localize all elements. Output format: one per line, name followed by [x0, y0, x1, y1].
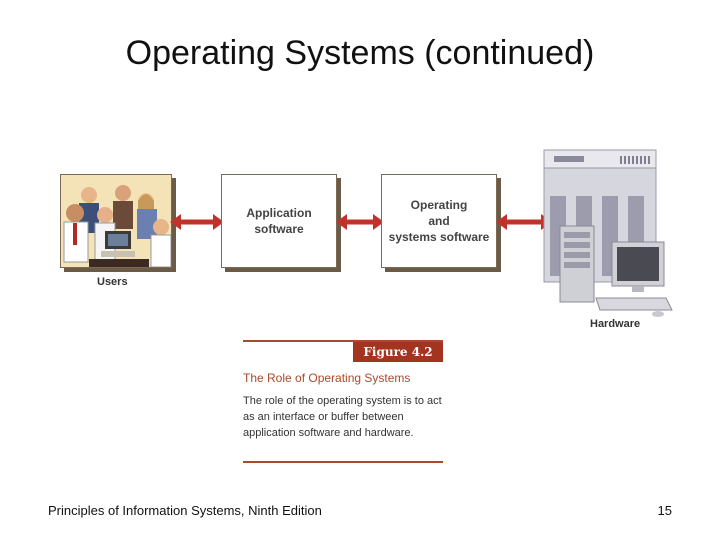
users-illustration	[60, 174, 172, 268]
figure-description: The role of the operating system is to a…	[243, 395, 442, 439]
figure-bottom-rule	[243, 461, 443, 463]
application-software-label: Application software	[246, 206, 312, 236]
users-label: Users	[97, 276, 128, 288]
operating-systems-software-box: Operating and systems software	[381, 174, 497, 268]
application-software-box: Application software	[221, 174, 337, 268]
figure-top-rule	[243, 340, 443, 342]
page-number: 15	[657, 503, 672, 518]
users-app-arrow	[170, 214, 224, 230]
footer-book-title: Principles of Information Systems, Ninth…	[48, 503, 322, 518]
app-os-arrow	[336, 214, 384, 230]
figure-badge: Figure 4.2	[353, 342, 443, 362]
hardware-illustration	[543, 149, 673, 317]
operating-systems-software-label: Operating and systems software	[388, 198, 490, 244]
hardware-label: Hardware	[590, 318, 641, 330]
figure-title: The Role of Operating Systems	[243, 371, 411, 385]
slide-title: Operating Systems (continued)	[125, 34, 595, 72]
